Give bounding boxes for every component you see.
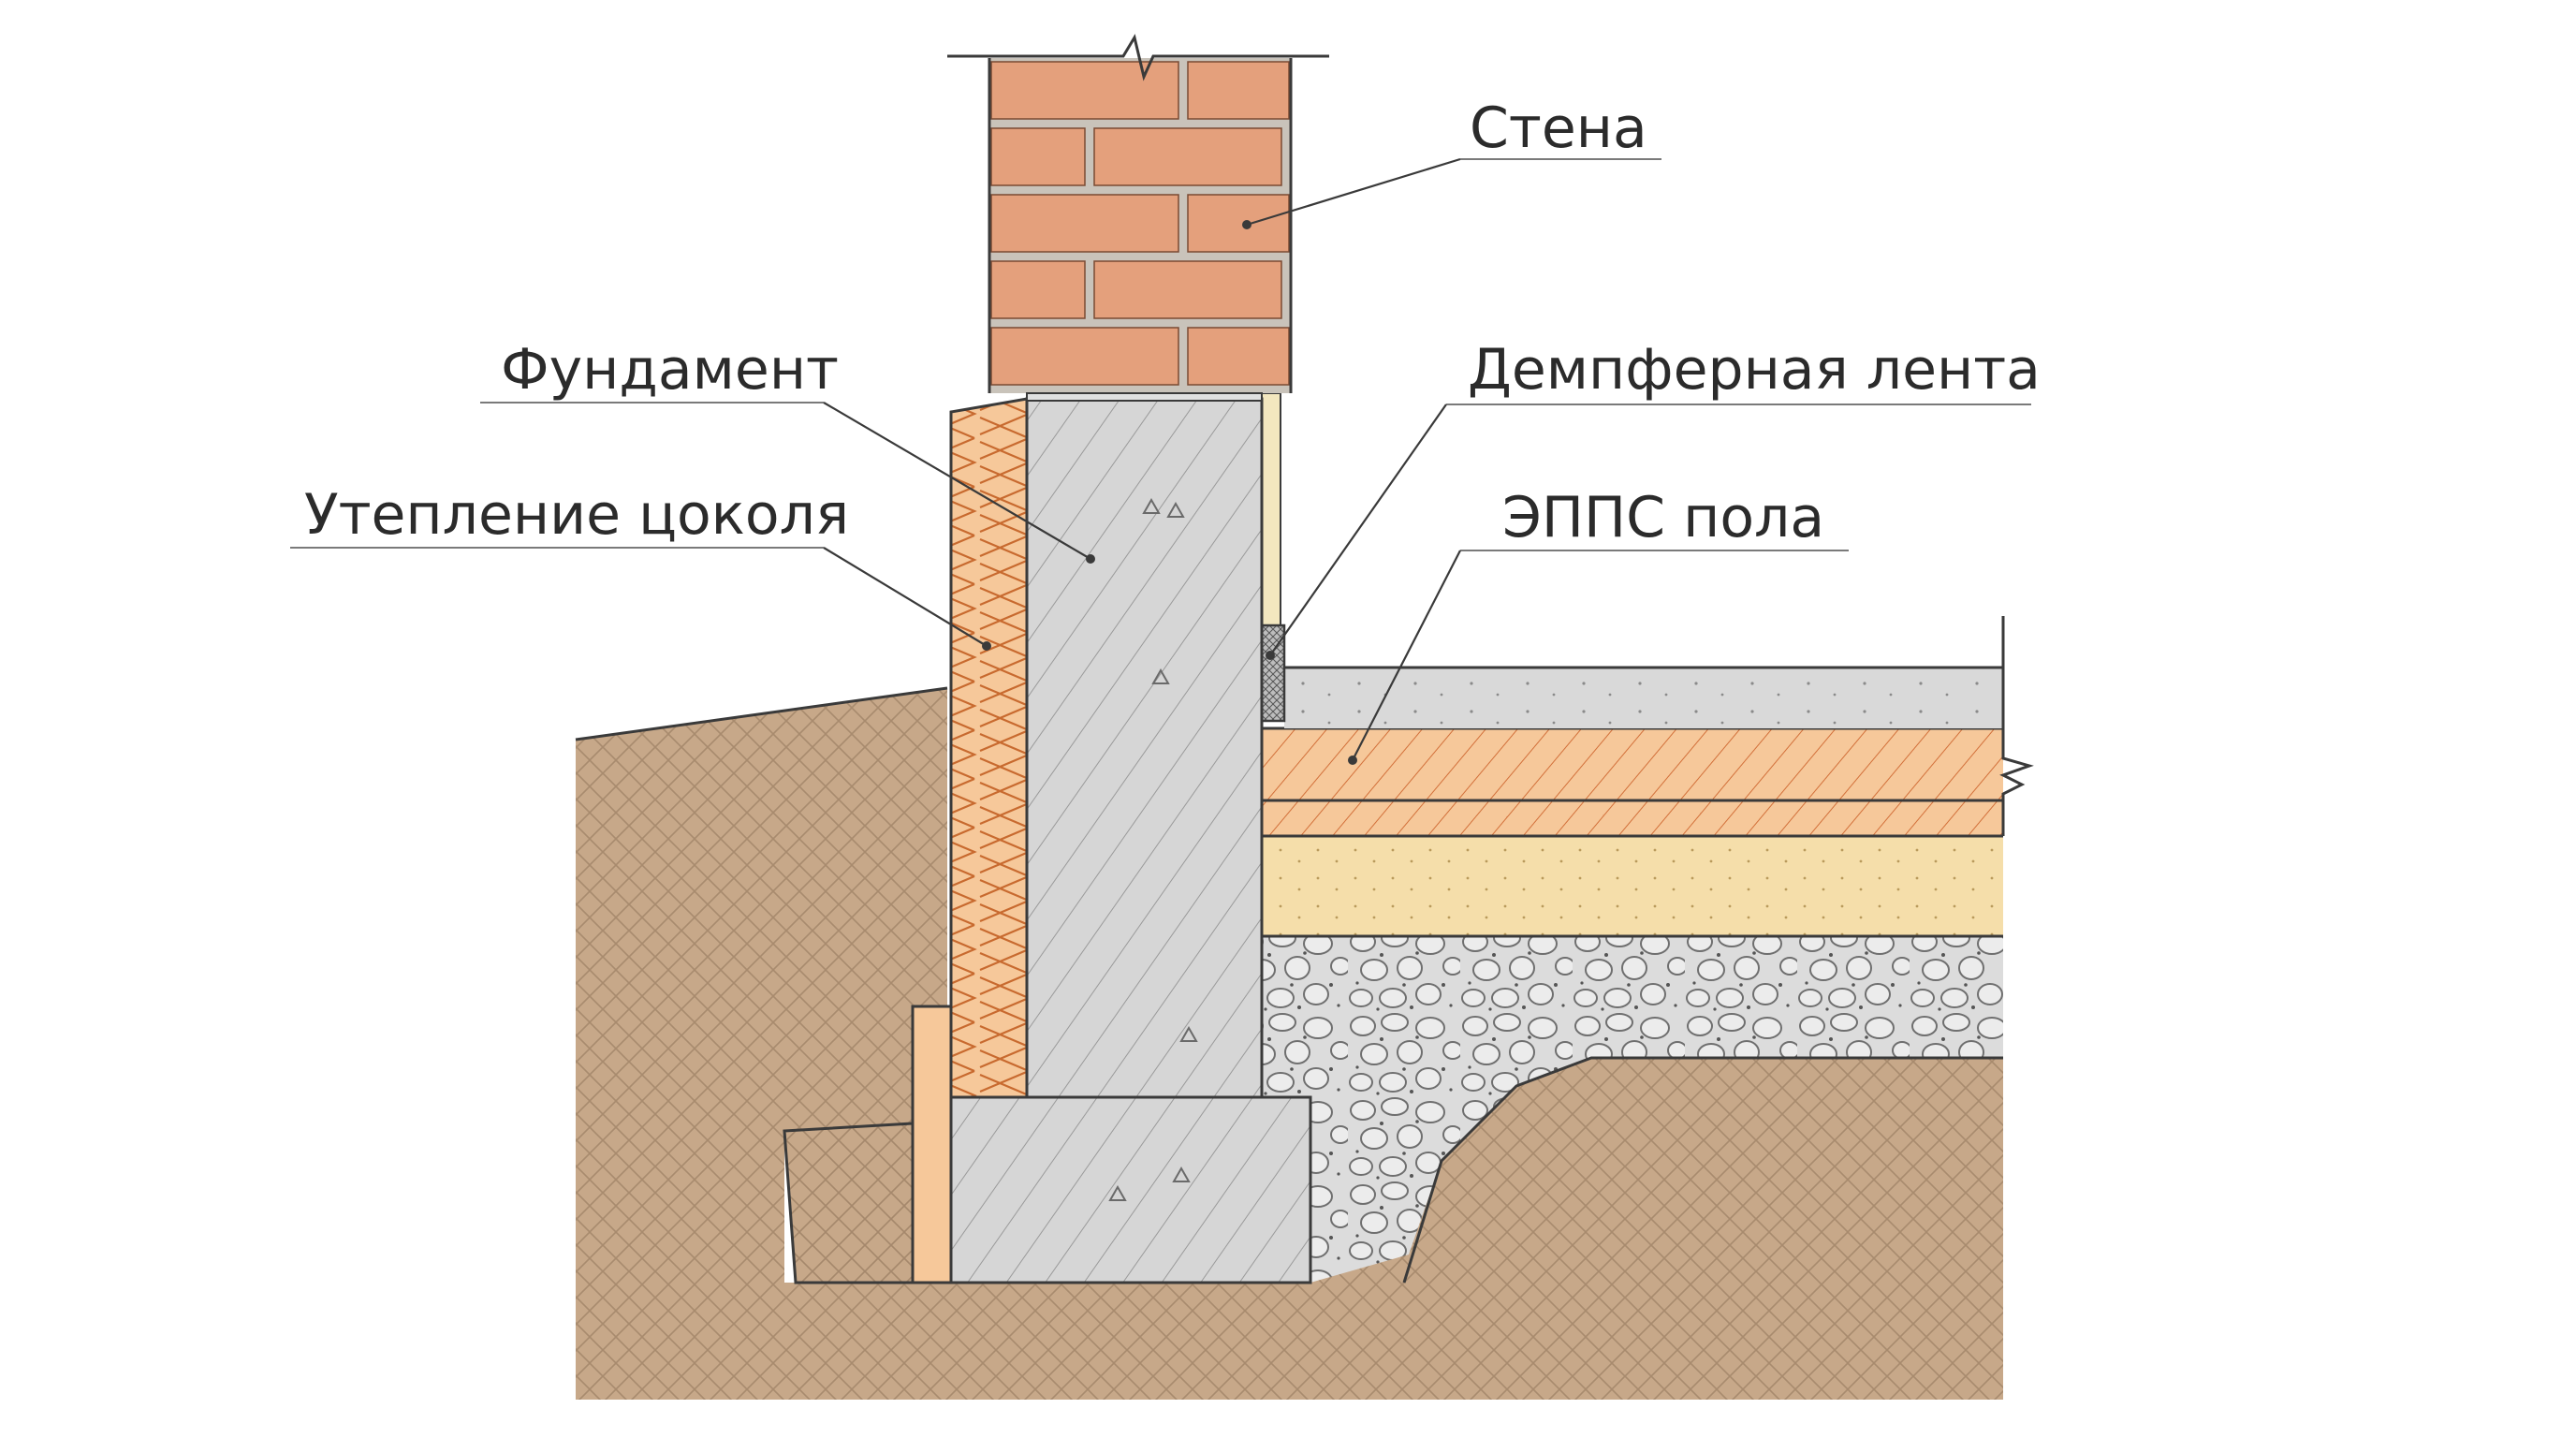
foundation-wall — [1025, 397, 1264, 1201]
label-wall: Стена — [1242, 95, 1661, 229]
label-plinth-insulation-text: Утепление цоколя — [304, 482, 849, 548]
label-damper-tape: Демпферная лента — [1266, 337, 2041, 660]
label-wall-text: Стена — [1470, 95, 1647, 161]
brick — [1093, 260, 1282, 319]
brick — [1187, 194, 1290, 253]
label-floor-xps-text: ЭППС пола — [1502, 485, 1824, 550]
brick — [990, 327, 1179, 386]
brick — [990, 127, 1086, 186]
plinth-insulation — [911, 397, 1029, 1284]
floor-screed — [1284, 616, 2005, 728]
label-foundation: Фундамент — [480, 337, 1095, 564]
brick — [990, 61, 1179, 120]
damper-tape — [1260, 392, 1286, 723]
brick — [990, 260, 1086, 319]
backfill-wedge — [783, 1122, 915, 1284]
brick — [1187, 327, 1290, 386]
soil — [575, 686, 2003, 1400]
label-floor-xps: ЭППС пола — [1348, 485, 1849, 765]
brick — [1187, 61, 1290, 120]
foundation-footing — [949, 1095, 1312, 1284]
label-damper-tape-text: Демпферная лента — [1468, 337, 2041, 403]
label-plinth-insulation: Утепление цоколя — [290, 482, 991, 651]
brick-wall — [947, 34, 1329, 402]
sand-layer — [1262, 834, 2003, 938]
floor-xps-layer — [1262, 726, 2034, 838]
brick — [1093, 127, 1282, 186]
label-foundation-text: Фундамент — [501, 337, 839, 403]
brick — [990, 194, 1179, 253]
